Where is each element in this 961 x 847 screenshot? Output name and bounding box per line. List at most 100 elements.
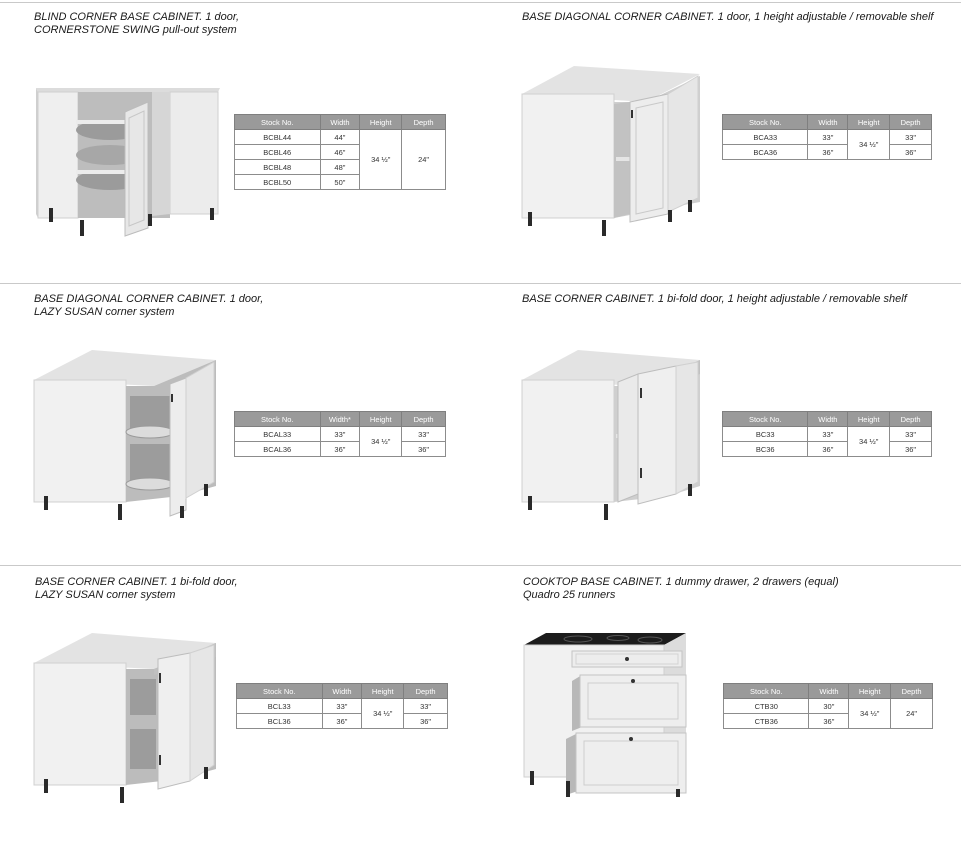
header-width: Width [807,411,849,427]
header-stock-no: Stock No. [236,683,323,699]
section-title: BASE DIAGONAL CORNER CABINET. 1 door, 1 … [522,11,933,24]
depth-cell: 33" [889,426,932,442]
stock-no-cell: BCA33 [721,129,809,145]
header-stock-no: Stock No. [722,683,810,699]
header-height: Height [359,411,403,427]
diagonal-corner-cabinet-shelf-icon [521,66,700,236]
depth-cell: 36" [403,713,448,729]
stock-no-cell: BCBL44 [234,129,321,145]
width-cell: 48" [319,159,361,175]
stock-no-cell: BCA36 [721,144,809,160]
title-line: COOKTOP BASE CABINET. 1 dummy drawer, 2 … [523,576,839,588]
title-line: LAZY SUSAN corner system [35,589,176,601]
section-title: BASE DIAGONAL CORNER CABINET. 1 door, LA… [34,293,263,319]
width-cell: 36" [807,144,849,160]
header-stock-no: Stock No. [721,114,809,130]
depth-cell: 33" [401,426,446,442]
stock-no-cell: BCL36 [236,713,323,729]
depth-cell: 36" [401,441,446,457]
spec-table: Stock No. Width Height Depth BCBL44 44" … [234,114,446,190]
depth-cell: 33" [403,698,448,714]
width-cell: 36" [807,441,849,457]
title-line: Quadro 25 runners [523,589,616,601]
header-height: Height [848,683,892,699]
height-cell: 34 ½" [847,129,891,160]
stock-no-cell: BC36 [721,441,809,457]
table-row: CTB30 30" 34 ½" 24" [722,698,933,729]
header-depth: Depth [403,683,448,699]
divider-row-2 [0,565,961,566]
stock-no-cell: CTB30 [722,698,810,714]
width-cell: 33" [319,426,361,442]
section-corner-cabinet-bifold-shelf: BASE CORNER CABINET. 1 bi-fold door, 1 h… [488,282,961,564]
title-line: BASE DIAGONAL CORNER CABINET. 1 door, [34,293,264,305]
stock-no-cell: BCBL48 [234,159,321,175]
header-stock-no: Stock No. [234,411,321,427]
header-depth: Depth [401,411,446,427]
header-stock-no: Stock No. [234,114,321,130]
spec-table: Stock No. Width Height Depth CTB30 30" 3… [722,683,933,729]
depth-cell: 36" [889,441,932,457]
depth-cell: 24" [890,698,933,729]
section-diagonal-corner-cabinet-lazy-susan: BASE DIAGONAL CORNER CABINET. 1 door, LA… [0,282,480,564]
table-row: BCBL46 46" [234,144,446,160]
section-blind-corner-cabinet: BLIND CORNER BASE CABINET. 1 door, CORNE… [0,0,480,282]
height-cell: 34 ½" [359,426,403,457]
header-width: Width* [319,411,361,427]
width-cell: 44" [319,129,361,145]
spec-table: Stock No. Width* Height Depth BCAL33 33"… [234,411,446,457]
header-stock-no: Stock No. [721,411,809,427]
stock-no-cell: BCBL50 [234,174,321,190]
header-depth: Depth [889,114,932,130]
width-cell: 36" [319,441,361,457]
table-row: BCAL36 36" 36" [234,441,446,457]
header-depth: Depth [890,683,933,699]
table-row: BCBL44 44" 34 ½" 24" [234,129,446,190]
header-width: Width [319,114,361,130]
header-depth: Depth [401,114,446,130]
table-row: CTB36 36" [722,713,933,729]
height-cell: 34 ½" [359,129,403,190]
header-width: Width [808,683,850,699]
depth-cell: 24" [401,129,446,190]
title-line: BASE CORNER CABINET. 1 bi-fold door, 1 h… [522,293,907,305]
stock-no-cell: BCAL33 [234,426,321,442]
title-line: CORNERSTONE SWING pull-out system [34,24,237,36]
cooktop-base-cabinet-drawers-icon [523,633,687,797]
corner-cabinet-bifold-lazy-susan-icon [33,633,216,803]
spec-table: Stock No. Width Height Depth BC33 33" 34… [721,411,932,457]
header-height: Height [361,683,405,699]
section-title: BLIND CORNER BASE CABINET. 1 door, CORNE… [34,11,239,37]
spec-table: Stock No. Width Height Depth BCL33 33" 3… [236,683,448,729]
section-title: COOKTOP BASE CABINET. 1 dummy drawer, 2 … [523,576,839,602]
width-cell: 33" [807,426,849,442]
height-cell: 34 ½" [848,698,892,729]
corner-cabinet-bifold-shelf-icon [521,350,700,520]
table-row: BCL36 36" 36" [236,713,448,729]
section-cooktop-base-cabinet: COOKTOP BASE CABINET. 1 dummy drawer, 2 … [488,565,961,847]
depth-cell: 36" [889,144,932,160]
table-row: BC36 36" 36" [721,441,932,457]
divider-top [0,2,961,3]
height-cell: 34 ½" [361,698,405,729]
header-width: Width [807,114,849,130]
section-title: BASE CORNER CABINET. 1 bi-fold door, LAZ… [35,576,238,602]
section-diagonal-corner-cabinet-shelf: BASE DIAGONAL CORNER CABINET. 1 door, 1 … [488,0,961,282]
width-cell: 50" [319,174,361,190]
stock-no-cell: BCBL46 [234,144,321,160]
header-height: Height [847,114,891,130]
header-height: Height [359,114,403,130]
header-height: Height [847,411,891,427]
width-cell: 30" [808,698,850,714]
table-row: BCAL33 33" 34 ½" 33" [234,426,446,457]
width-cell: 46" [319,144,361,160]
table-row: BCA36 36" 36" [721,144,932,160]
spec-table: Stock No. Width Height Depth BCA33 33" 3… [721,114,932,160]
blind-corner-cabinet-swing-icon [36,88,220,237]
table-row: BCA33 33" 34 ½" 33" [721,129,932,160]
section-corner-cabinet-bifold-lazy-susan: BASE CORNER CABINET. 1 bi-fold door, LAZ… [0,565,480,847]
stock-no-cell: CTB36 [722,713,810,729]
height-cell: 34 ½" [847,426,891,457]
width-cell: 36" [808,713,850,729]
header-width: Width [321,683,363,699]
